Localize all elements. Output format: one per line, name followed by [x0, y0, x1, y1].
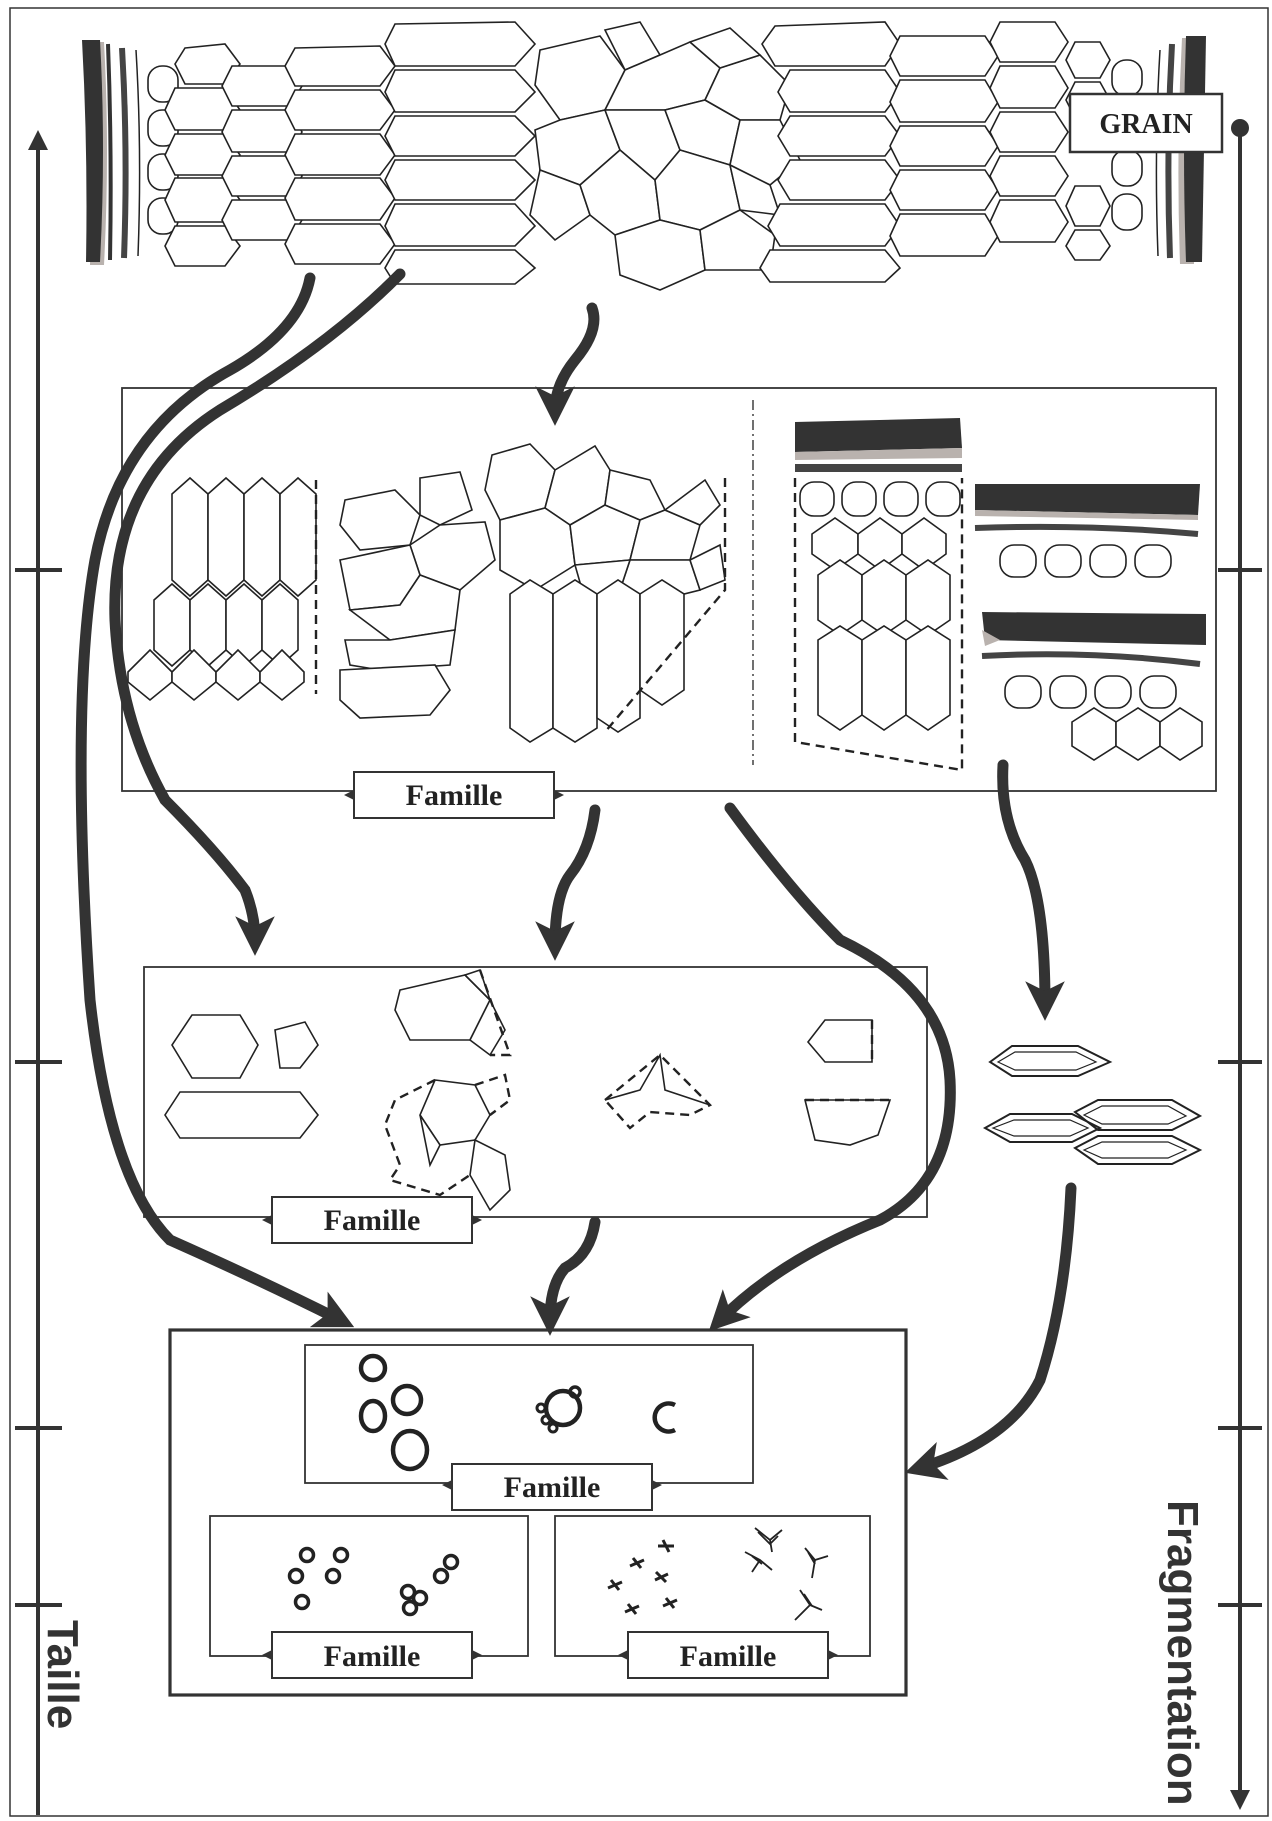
- grain-label: GRAIN: [1099, 109, 1192, 140]
- famille-label-3: Famille: [504, 1471, 601, 1504]
- fragmentation-axis: Fragmentation: [1158, 119, 1262, 1810]
- fragment-family-box: Famille: [143, 966, 928, 1244]
- famille-label-2: Famille: [324, 1204, 421, 1237]
- famille-label-1: Famille: [406, 779, 503, 812]
- famille-label-5: Famille: [680, 1640, 777, 1673]
- taille-axis: Taille: [15, 130, 87, 1815]
- flow-arrows: [75, 268, 1077, 1480]
- fragmentation-label: Fragmentation: [1158, 1500, 1207, 1806]
- elongated-cells-group: [982, 1045, 1203, 1165]
- taille-label: Taille: [38, 1620, 87, 1729]
- grain-cross-section: [82, 21, 1206, 291]
- famille-label-4: Famille: [324, 1640, 421, 1673]
- particle-family-box: Famille Famille: [168, 1328, 908, 1697]
- tissue-family-box: Famille: [121, 387, 1217, 819]
- grain-label-box: GRAIN: [1068, 92, 1224, 154]
- outer-border: [9, 7, 1269, 1817]
